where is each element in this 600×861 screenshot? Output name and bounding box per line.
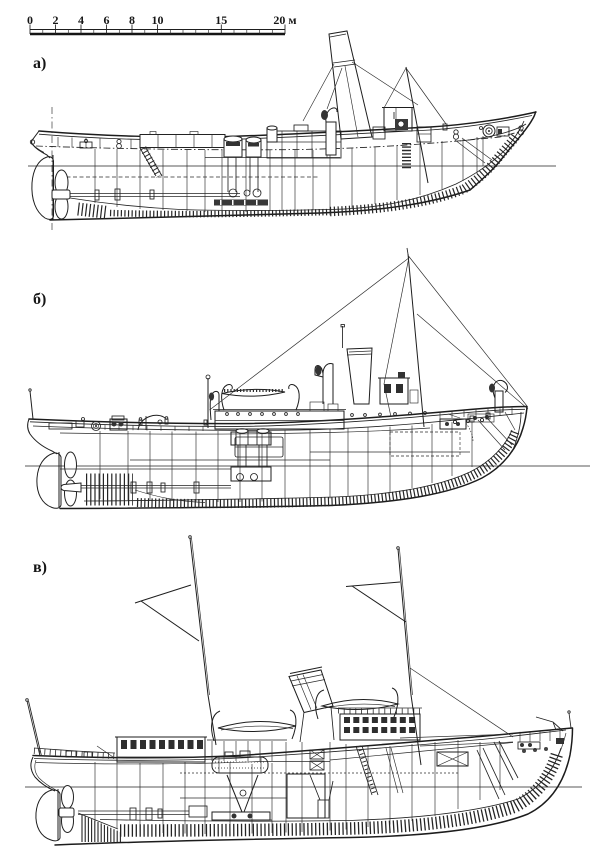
svg-text:б): б) [33, 291, 46, 308]
svg-text:10: 10 [152, 13, 164, 27]
svg-text:в): в) [33, 559, 47, 576]
svg-text:а): а) [33, 55, 46, 72]
svg-text:0: 0 [27, 13, 33, 27]
svg-text:2: 2 [53, 13, 59, 27]
svg-text:6: 6 [104, 13, 110, 27]
svg-text:4: 4 [78, 13, 84, 27]
svg-text:8: 8 [129, 13, 135, 27]
svg-text:20 м: 20 м [273, 13, 296, 27]
svg-text:15: 15 [215, 13, 227, 27]
